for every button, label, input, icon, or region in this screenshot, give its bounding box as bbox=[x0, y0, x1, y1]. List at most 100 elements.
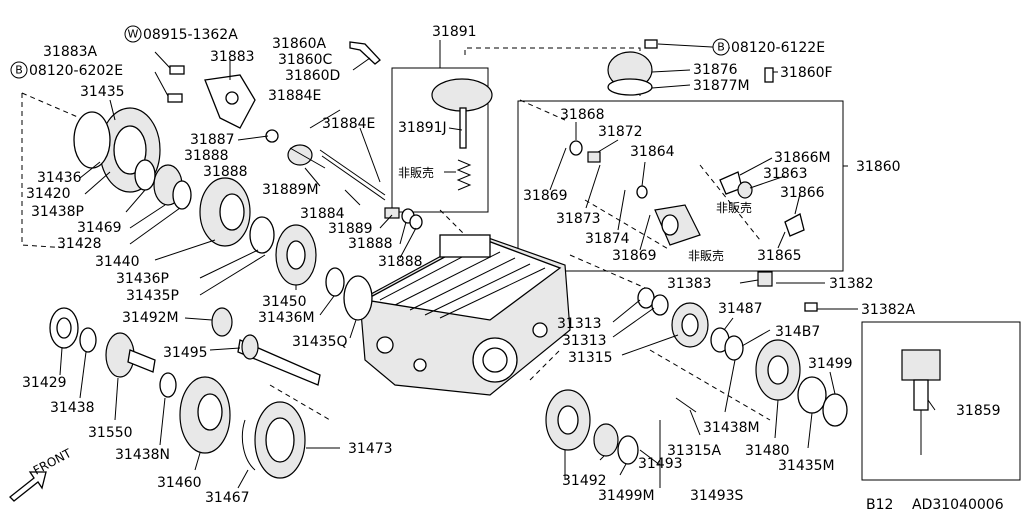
label-31438P: 31438P bbox=[31, 204, 84, 220]
label-31467: 31467 bbox=[205, 490, 250, 506]
label-31499M: 31499M bbox=[598, 488, 655, 504]
label-31550: 31550 bbox=[88, 425, 133, 441]
label-31868: 31868 bbox=[560, 107, 605, 123]
part-31493-gear bbox=[545, 389, 591, 451]
model-code: B12 bbox=[866, 497, 893, 512]
part-31859-sensor bbox=[901, 349, 941, 455]
label-31864: 31864 bbox=[630, 144, 675, 160]
circled-b-icon: B bbox=[10, 61, 28, 79]
dashed-31473 bbox=[269, 384, 331, 421]
label-31860A: 31860A bbox=[272, 36, 327, 52]
part-31884-rod bbox=[319, 149, 386, 201]
part-31499-ring bbox=[822, 393, 848, 427]
label-not-for-sale: 非販売 bbox=[688, 248, 724, 263]
label-314B7: 314B7 bbox=[775, 324, 820, 340]
label-31865: 31865 bbox=[757, 248, 802, 264]
part-31889M-spring bbox=[287, 144, 326, 169]
part-31436P-ring bbox=[249, 216, 275, 254]
label-31889: 31889 bbox=[328, 221, 373, 237]
part-31550-shaft bbox=[105, 332, 156, 378]
label-31883A: 31883A bbox=[43, 44, 98, 60]
label-31382A: 31382A bbox=[861, 302, 916, 318]
label-31869: 31869 bbox=[612, 248, 657, 264]
label-31859: 31859 bbox=[956, 403, 1001, 419]
label-31493S: 31493S bbox=[690, 488, 744, 504]
label-31874: 31874 bbox=[585, 231, 630, 247]
label-front: FRONT bbox=[31, 446, 74, 478]
part-31315A-bolt bbox=[675, 397, 697, 413]
label-31436M: 31436M bbox=[258, 310, 315, 326]
label-31499: 31499 bbox=[808, 356, 853, 372]
label-31495: 31495 bbox=[163, 345, 208, 361]
part-31891-valve bbox=[431, 78, 493, 191]
label-31887: 31887 bbox=[190, 132, 235, 148]
label-31860: 31860 bbox=[856, 159, 901, 175]
part-labels: 31891 08915-1362A 31860A 31860C 31860D 3… bbox=[22, 24, 1004, 512]
label-31315: 31315 bbox=[568, 350, 613, 366]
dashed-31440-top bbox=[21, 92, 81, 119]
svg-text:B: B bbox=[15, 64, 23, 77]
label-31382: 31382 bbox=[829, 276, 874, 292]
label-31440: 31440 bbox=[95, 254, 140, 270]
part-31863-piece bbox=[737, 181, 753, 199]
part-08120-6202E-bolt bbox=[167, 93, 183, 103]
part-31435M-ring bbox=[797, 376, 827, 414]
part-31872-piece bbox=[587, 151, 601, 163]
label-31877M: 31877M bbox=[693, 78, 750, 94]
label-31891: 31891 bbox=[432, 24, 477, 40]
dashed-31873 bbox=[584, 199, 671, 251]
leader-lines bbox=[59, 40, 936, 489]
label-31436P: 31436P bbox=[116, 271, 169, 287]
part-31315-housing bbox=[671, 302, 709, 348]
part-31492-bearing bbox=[593, 423, 619, 457]
part-31866-gasket bbox=[784, 213, 805, 237]
label-31872: 31872 bbox=[598, 124, 643, 140]
label-31435M: 31435M bbox=[778, 458, 835, 474]
detail-box-31860 bbox=[517, 100, 844, 272]
label-31429: 31429 bbox=[22, 375, 67, 391]
part-31480-gear bbox=[755, 339, 801, 401]
label-31435P: 31435P bbox=[126, 288, 179, 304]
label-31860C: 31860C bbox=[278, 52, 333, 68]
part-31467-snapring bbox=[241, 419, 256, 471]
dashed-31493 bbox=[529, 349, 561, 381]
label-31492: 31492 bbox=[562, 473, 607, 489]
part-31860F-bolt bbox=[764, 67, 774, 83]
part-31487-rings bbox=[710, 327, 744, 361]
circled-b-icon: B bbox=[712, 38, 730, 56]
label-31873: 31873 bbox=[556, 211, 601, 227]
part-31428-ring bbox=[172, 180, 192, 210]
label-31860F: 31860F bbox=[780, 65, 833, 81]
part-31429-seal bbox=[49, 307, 79, 349]
label-31487: 31487 bbox=[718, 301, 763, 317]
label-31315A: 31315A bbox=[667, 443, 722, 459]
part-31313-rings bbox=[637, 287, 669, 316]
label-31383: 31383 bbox=[667, 276, 712, 292]
front-arrow-icon bbox=[9, 471, 47, 502]
part-31888-ring-b bbox=[409, 214, 423, 230]
label-31869: 31869 bbox=[523, 188, 568, 204]
label-31460: 31460 bbox=[157, 475, 202, 491]
label-31889M: 31889M bbox=[262, 182, 319, 198]
label-31480: 31480 bbox=[745, 443, 790, 459]
label-31863: 31863 bbox=[763, 166, 808, 182]
part-31382A-bolt bbox=[804, 302, 818, 312]
label-31860D: 31860D bbox=[285, 68, 340, 84]
diagram-code: AD31040006 bbox=[912, 497, 1004, 512]
part-31450-gear bbox=[275, 224, 317, 286]
label-31438M: 31438M bbox=[703, 420, 760, 436]
label-31313: 31313 bbox=[562, 333, 607, 349]
label-31884E: 31884E bbox=[268, 88, 321, 104]
part-31435Q-ring bbox=[343, 275, 373, 321]
part-31499M-ring bbox=[617, 435, 639, 465]
part-31883-bracket bbox=[204, 74, 256, 129]
label-31435Q: 31435Q bbox=[292, 334, 348, 350]
part-31436M-ring bbox=[325, 267, 345, 297]
label-31493: 31493 bbox=[638, 456, 683, 472]
label-31435: 31435 bbox=[80, 84, 125, 100]
dashed-case-top bbox=[439, 209, 471, 241]
part-31473-drum bbox=[254, 401, 306, 479]
label-31883: 31883 bbox=[210, 49, 255, 65]
part-31868-ring bbox=[569, 140, 583, 156]
